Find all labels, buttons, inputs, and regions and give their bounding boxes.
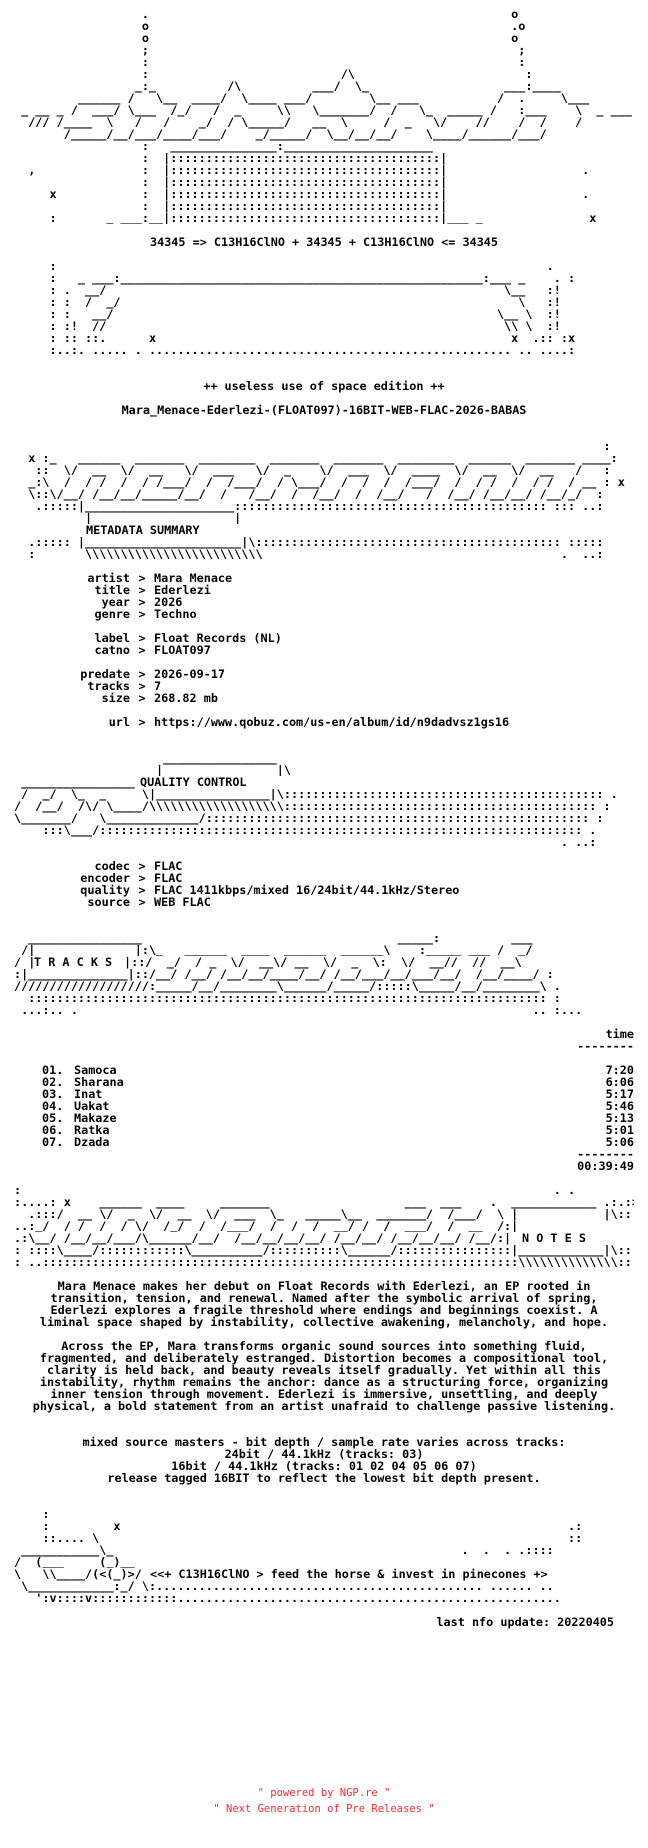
track-number: 04. xyxy=(42,1099,64,1113)
closing-slogan: <<+ C13H16ClNO > feed the horse & invest… xyxy=(150,1567,548,1581)
track-row: 06. Ratka 5:01 xyxy=(42,1124,634,1136)
tracks-title-box: / | T R A C K S |::/ _/ / _ \/ __\/ __ \… xyxy=(14,955,522,969)
mid-ascii-frame: : . : _ ___:____________________________… xyxy=(49,260,576,356)
notes-mastering-1: mixed source masters - bit depth / sampl… xyxy=(82,1435,566,1449)
predate-value: 2026-09-17 xyxy=(154,667,226,681)
closing-ascii-art-bottom: \____________:_/ \:.....................… xyxy=(21,1580,561,1604)
total-time: 00:39:49 xyxy=(577,1159,634,1173)
track-row: 02. Sharana 6:06 xyxy=(42,1076,634,1088)
tracks-section-title: T R A C K S xyxy=(34,955,113,969)
track-time: 6:06 xyxy=(605,1075,634,1089)
artist-value: Mara Menace xyxy=(154,571,233,585)
track-title: Ratka xyxy=(74,1123,110,1137)
year-value: 2026 xyxy=(154,595,183,609)
codec-value: FLAC xyxy=(154,859,183,873)
track-number: 07. xyxy=(42,1135,64,1149)
track-number: 02. xyxy=(42,1075,64,1089)
track-time: 5:17 xyxy=(605,1087,634,1101)
track-title: Makaze xyxy=(74,1111,117,1125)
track-row: 04. Uakat 5:46 xyxy=(42,1100,634,1112)
track-number: 05. xyxy=(42,1111,64,1125)
closing-slogan-line: \ \\____/(<(_)>/ <<+ C13H16ClNO > feed t… xyxy=(14,1567,548,1581)
top-ascii-logo: . o o .o o o xyxy=(21,8,632,224)
track-title: Samoca xyxy=(74,1063,117,1077)
track-time: 5:46 xyxy=(605,1099,634,1113)
catno-value: FLOAT097 xyxy=(154,643,211,657)
notes-section-title: N O T E S xyxy=(522,1231,586,1245)
track-row: 05. Makaze 5:13 xyxy=(42,1112,634,1124)
track-row: 03. Inat 5:17 xyxy=(42,1088,634,1100)
notes-paragraph-2: Across the EP, Mara transforms organic s… xyxy=(32,1339,616,1413)
track-number: 03. xyxy=(42,1087,64,1101)
track-title: Uakat xyxy=(74,1099,110,1113)
notes-ascii-banner: : . . :....: x ______ ____ _______ ___ _… xyxy=(14,1184,634,1232)
nfo-document: . o o .o o o xyxy=(14,8,634,1628)
tracks-ascii-banner: ________________ _____: ___ /| |:\_ ____… xyxy=(21,932,533,956)
encoder-value: FLAC xyxy=(154,871,183,885)
title-value: Ederlezi xyxy=(154,583,211,597)
quality-ascii-banner-bottom: / _/ \_ _ \|________________|\::::::::::… xyxy=(14,788,618,848)
track-time: 5:13 xyxy=(605,1111,634,1125)
quality-value: FLAC 1411kbps/mixed 16/24bit/44.1kHz/Ste… xyxy=(154,883,460,897)
metadata-list: artist>Mara Menace title>Ederlezi year>2… xyxy=(80,571,510,729)
track-row: 01. Samoca 7:20 xyxy=(42,1064,634,1076)
quality-ascii-banner: ________________ | |\ xyxy=(156,752,291,776)
formula-line: 34345 => C13H16ClNO + 34345 + C13H16ClNO… xyxy=(149,235,498,249)
quality-title-box: ________________ QUALITY CONTROL xyxy=(14,775,247,789)
release-name: Mara_Menace-Ederlezi-(FLOAT097)-16BIT-WE… xyxy=(121,403,527,417)
track-time: 5:01 xyxy=(605,1123,634,1137)
notes-paragraph-1: Mara Menace makes her debut on Float Rec… xyxy=(39,1279,609,1329)
quality-section-title: QUALITY CONTROL xyxy=(140,775,247,789)
time-header: time xyxy=(605,1027,634,1041)
quality-list: codec>FLAC encoder>FLAC quality>FLAC 141… xyxy=(80,859,460,909)
track-number: 01. xyxy=(42,1063,64,1077)
notes-title-box: .:\__/ /__/__/___/\______/__/ /__/__/__/… xyxy=(14,1231,586,1245)
metadata-ascii-banner: : x :_ ______ _______ ________ _______ _… xyxy=(28,440,625,524)
size-value: 268.82 mb xyxy=(154,691,218,705)
track-title: Dzada xyxy=(74,1135,110,1149)
metadata-ascii-banner-bottom: .::::: |______________________|\::::::::… xyxy=(28,536,604,560)
metadata-title-box: METADATA SUMMARY xyxy=(14,524,634,536)
track-time: 5:06 xyxy=(605,1135,634,1149)
notes-mastering-2: 24bit / 44.1kHz (tracks: 03) xyxy=(224,1447,424,1461)
notes-mastering-3: 16bit / 44.1kHz (tracks: 01 02 04 05 06 … xyxy=(171,1459,477,1473)
metadata-section-title: METADATA SUMMARY xyxy=(86,523,200,537)
tracks-ascii-banner-bottom: :|______________|::/__/ /__/ /__/__/____… xyxy=(14,968,583,1016)
edition-line: ++ useless use of space edition ++ xyxy=(203,379,445,393)
last-update: last nfo update: 20220405 xyxy=(436,1615,614,1629)
tracks-count-value: 7 xyxy=(154,679,162,693)
footer-powered-by: " powered by NGP.re " xyxy=(257,1787,391,1799)
source-value: WEB FLAC xyxy=(154,895,211,909)
footer-tagline: " Next Generation of Pre Releases " xyxy=(213,1803,435,1815)
closing-ascii-art: : : x .: ::.... \ :: ___________\_ xyxy=(14,1508,583,1568)
label-value: Float Records (NL) xyxy=(154,631,282,645)
track-title: Sharana xyxy=(74,1075,124,1089)
notes-mastering-4: release tagged 16BIT to reflect the lowe… xyxy=(107,1471,541,1485)
notes-ascii-banner-bottom: : ::::\____/::::::::::::\__________/::::… xyxy=(14,1244,634,1268)
track-number: 06. xyxy=(42,1123,64,1137)
track-title: Inat xyxy=(74,1087,103,1101)
url-value: https://www.qobuz.com/us-en/album/id/n9d… xyxy=(154,715,510,729)
track-row: 07. Dzada 5:06 xyxy=(42,1136,634,1148)
genre-value: Techno xyxy=(154,607,197,621)
track-time: 7:20 xyxy=(605,1063,634,1077)
